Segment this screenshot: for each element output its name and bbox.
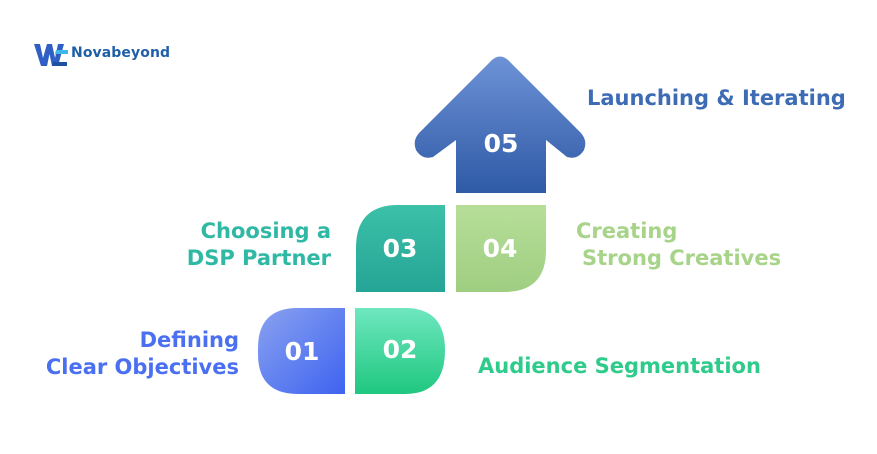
step-03-title: Choosing a DSP Partner [186,219,331,270]
step-04-title: Creating Strong Creatives [576,219,782,270]
step-01-title: Defining Clear Objectives [45,328,239,379]
brand-name: Novabeyond [71,45,171,61]
step-03-shape [356,205,445,292]
step-04-number: 04 [483,234,518,263]
step-03-number: 03 [383,234,418,263]
step-02-shape [355,308,445,394]
brand-logo: Novabeyond [34,42,174,68]
step-02-number: 02 [383,335,418,364]
step-01-number: 01 [285,337,320,366]
step-02-title: Audience Segmentation [478,354,761,378]
step-05-arrow-shape [414,56,586,193]
step-05-title: Launching & Iterating [587,86,846,110]
novabeyond-logo-icon [34,44,68,66]
step-04-shape [456,205,546,292]
step-01-shape [258,308,345,394]
step-05-number: 05 [484,129,519,158]
